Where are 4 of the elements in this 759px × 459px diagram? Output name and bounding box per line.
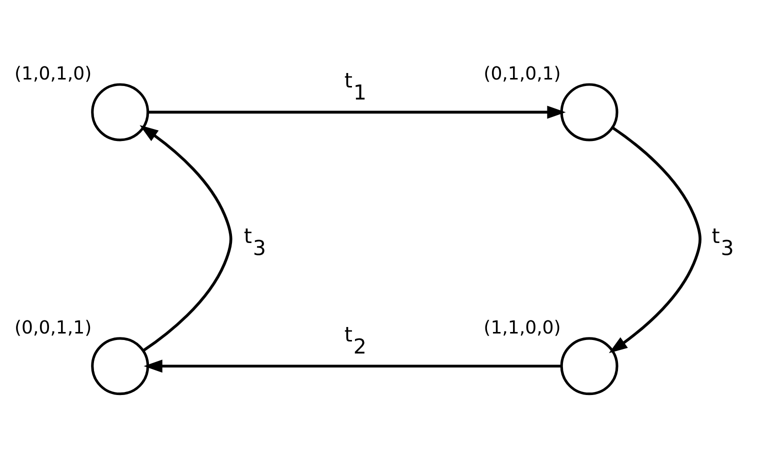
node-label: (0,0,1,1) [14, 318, 92, 339]
node-label: (1,1,0,0) [484, 318, 561, 339]
node-label: (0,1,0,1) [484, 64, 561, 85]
node-label: (1,0,1,0) [14, 64, 92, 85]
